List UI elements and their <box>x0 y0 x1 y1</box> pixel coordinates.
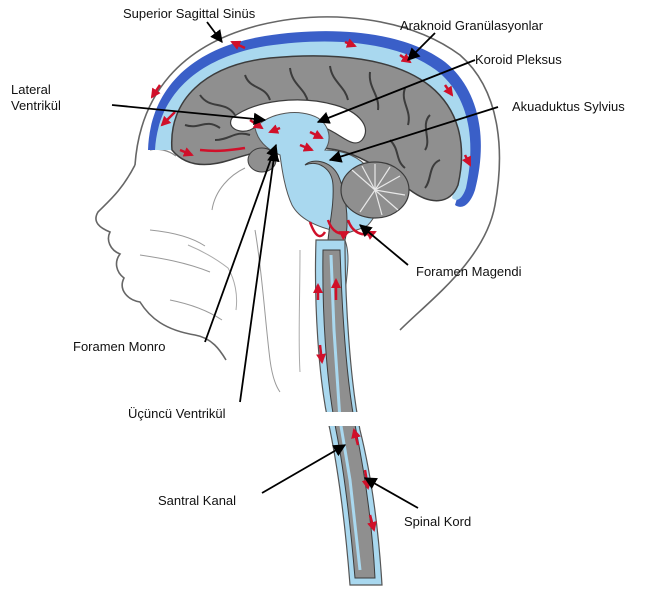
label-central-canal: Santral Kanal <box>158 493 236 509</box>
leader-superior-sagittal-sinus <box>207 22 222 42</box>
label-lateral-ventricle-line2: Ventrikül <box>11 98 61 114</box>
cerebellum <box>341 162 409 218</box>
label-arachnoid-granulations: Araknoid Granülasyonlar <box>400 18 543 34</box>
label-lateral-ventricle-line1: Lateral <box>11 82 51 98</box>
spinal-cord <box>300 240 390 585</box>
leader-foramen-magendie <box>360 225 408 265</box>
label-choroid-plexus: Koroid Pleksus <box>475 52 562 68</box>
label-superior-sagittal-sinus: Superior Sagittal Sinüs <box>123 6 255 22</box>
label-third-ventricle: Üçüncü Ventrikül <box>128 406 226 422</box>
label-foramen-magendie: Foramen Magendi <box>416 264 522 280</box>
label-spinal-cord: Spinal Kord <box>404 514 471 530</box>
label-foramen-monro: Foramen Monro <box>73 339 165 355</box>
leader-third-ventricle <box>240 150 275 402</box>
label-cerebral-aqueduct: Akuaduktus Sylvius <box>512 99 625 115</box>
leader-central-canal <box>262 445 345 493</box>
